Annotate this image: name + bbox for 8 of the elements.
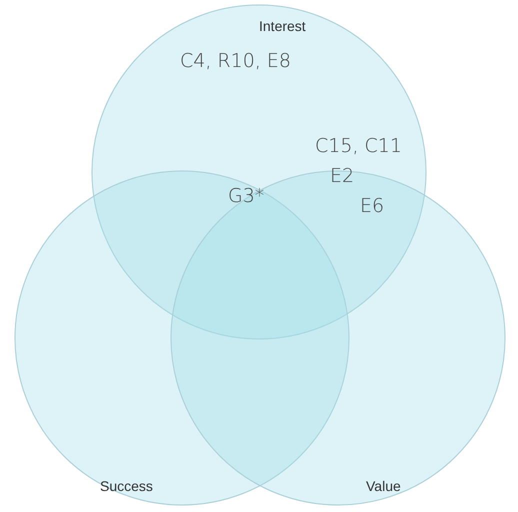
set-label: Interest [259, 18, 306, 34]
set-label: Value [366, 478, 401, 494]
handwritten-note: E6 [360, 195, 384, 217]
handwritten-note: C4, R10, E8 [180, 50, 291, 72]
handwritten-note: E2 [330, 165, 354, 187]
handwritten-note: C15, C11 [315, 135, 402, 157]
set-label: Success [100, 478, 153, 494]
handwritten-note: G3* [228, 185, 264, 207]
